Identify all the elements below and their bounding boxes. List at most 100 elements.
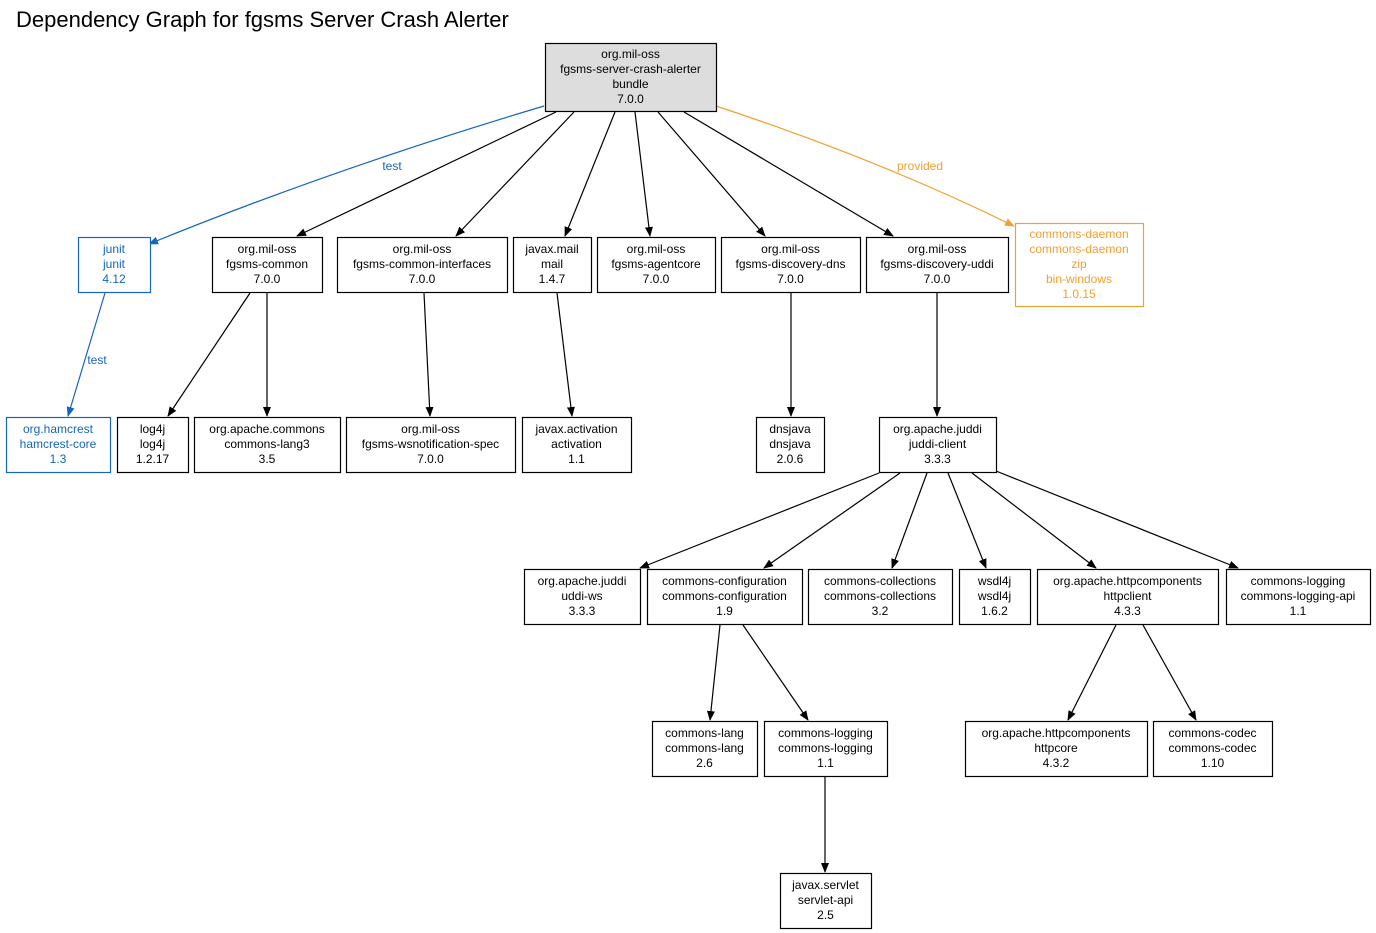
edge-httpclient-to-httpcore [1067, 624, 1117, 721]
node-log4j-line-1: log4j [140, 437, 165, 451]
node-box-juddi-client [878, 416, 998, 474]
node-commons-collections[interactable]: commons-collectionscommons-collections3.… [807, 568, 954, 626]
node-commons-daemon-line-2: zip [1071, 257, 1087, 271]
node-box-commons-configuration [646, 568, 804, 626]
node-commons-codec-line-1: commons-codec [1168, 741, 1256, 755]
node-box-log4j [116, 416, 190, 474]
node-fgsms-common-line-0: org.mil-oss [238, 242, 297, 256]
node-juddi-client-line-1: juddi-client [908, 437, 967, 451]
node-junit-line-0: junit [102, 242, 126, 256]
node-commons-lang-line-2: 2.6 [696, 756, 713, 770]
node-commons-daemon-line-0: commons-daemon [1029, 227, 1128, 241]
edge-httpclient-to-commons-codec [1142, 624, 1197, 721]
node-box-mail [512, 236, 593, 294]
node-uddi-ws-line-2: 3.3.3 [569, 604, 596, 618]
node-commons-lang3-line-2: 3.5 [259, 452, 276, 466]
node-box-servlet-api [779, 872, 873, 930]
node-commons-collections-line-0: commons-collections [824, 574, 936, 588]
node-mail-line-0: javax.mail [524, 242, 578, 256]
node-box-wsdl4j [958, 568, 1032, 626]
node-box-hamcrest-core [5, 416, 112, 474]
node-commons-configuration-line-1: commons-configuration [662, 589, 787, 603]
edge-fgsms-common-interfaces-to-fgsms-wsnotification-spec [423, 292, 434, 417]
node-hamcrest-core-line-1: hamcrest-core [20, 437, 97, 451]
node-box-commons-logging [763, 720, 889, 778]
edge-label-junit-to-hamcrest-core: test [87, 353, 107, 367]
node-root-line-1: fgsms-server-crash-alerter [560, 62, 701, 76]
node-commons-lang3-line-1: commons-lang3 [224, 437, 310, 451]
node-mail-line-2: 1.4.7 [539, 272, 566, 286]
node-httpclient-line-0: org.apache.httpcomponents [1053, 574, 1202, 588]
node-box-fgsms-discovery-uddi [865, 236, 1010, 294]
node-fgsms-wsnotification-spec[interactable]: org.mil-ossfgsms-wsnotification-spec7.0.… [345, 416, 517, 474]
node-commons-logging-line-1: commons-logging [778, 741, 873, 755]
node-fgsms-wsnotification-spec-line-0: org.mil-oss [401, 422, 460, 436]
node-commons-daemon[interactable]: commons-daemoncommons-daemonzipbin-windo… [1014, 222, 1145, 308]
edge-root-to-fgsms-discovery-uddi [683, 111, 894, 237]
edge-fgsms-common-to-log4j [167, 292, 251, 417]
node-commons-logging-line-0: commons-logging [778, 726, 873, 740]
node-fgsms-discovery-dns-line-1: fgsms-discovery-dns [735, 257, 845, 271]
edge-root-to-mail [564, 111, 616, 237]
node-servlet-api-line-0: javax.servlet [791, 878, 859, 892]
edge-label-root-to-commons-daemon: provided [897, 159, 943, 173]
node-commons-daemon-line-3: bin-windows [1046, 272, 1112, 286]
node-box-commons-lang3 [193, 416, 342, 474]
node-httpcore-line-0: org.apache.httpcomponents [982, 726, 1131, 740]
edge-root-to-commons-daemon [715, 105, 1015, 227]
node-fgsms-common-interfaces-line-1: fgsms-common-interfaces [353, 257, 491, 271]
node-commons-logging-api-line-2: 1.1 [1290, 604, 1307, 618]
node-log4j-line-2: 1.2.17 [136, 452, 170, 466]
node-wsdl4j-line-1: wsdl4j [977, 589, 1011, 603]
node-dnsjava-line-2: 2.0.6 [777, 452, 804, 466]
node-box-httpcore [964, 720, 1149, 778]
node-root[interactable]: org.mil-ossfgsms-server-crash-alerterbun… [544, 42, 718, 113]
node-junit-line-1: junit [102, 257, 126, 271]
node-box-activation [521, 416, 633, 474]
node-box-root [544, 42, 718, 113]
node-commons-configuration[interactable]: commons-configurationcommons-configurati… [646, 568, 804, 626]
node-fgsms-agentcore-line-2: 7.0.0 [643, 272, 670, 286]
edge-mail-to-activation [556, 292, 575, 417]
node-activation-line-1: activation [551, 437, 602, 451]
node-activation-line-2: 1.1 [568, 452, 585, 466]
node-commons-collections-line-2: 3.2 [872, 604, 889, 618]
node-box-fgsms-discovery-dns [720, 236, 862, 294]
node-root-line-2: bundle [612, 77, 648, 91]
node-fgsms-agentcore-line-0: org.mil-oss [627, 242, 686, 256]
node-fgsms-wsnotification-spec-line-1: fgsms-wsnotification-spec [362, 437, 499, 451]
edge-juddi-client-to-wsdl4j [947, 472, 987, 569]
node-fgsms-discovery-uddi-line-0: org.mil-oss [908, 242, 967, 256]
node-box-uddi-ws [523, 568, 642, 626]
node-wsdl4j-line-2: 1.6.2 [981, 604, 1008, 618]
node-httpclient-line-1: httpclient [1103, 589, 1152, 603]
node-commons-daemon-line-4: 1.0.15 [1062, 287, 1096, 301]
node-commons-collections-line-1: commons-collections [824, 589, 936, 603]
node-box-commons-codec [1152, 720, 1274, 778]
edge-root-to-fgsms-common-interfaces [455, 111, 575, 237]
node-fgsms-common-interfaces-line-0: org.mil-oss [393, 242, 452, 256]
